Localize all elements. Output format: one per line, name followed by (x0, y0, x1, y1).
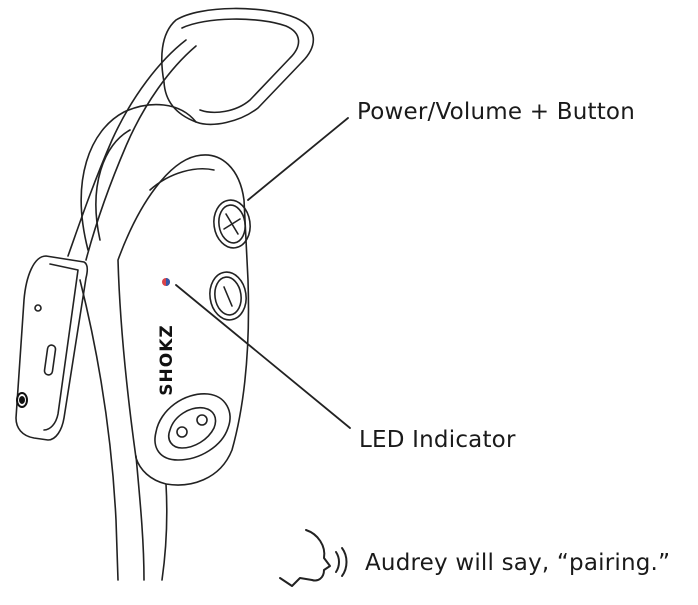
speaking-head-icon (279, 529, 348, 587)
neckband-left (79, 279, 119, 581)
mic-button-icon (16, 392, 28, 408)
body-back (80, 103, 197, 251)
plus-button-ring (213, 199, 251, 249)
headband-wire-inner (85, 45, 197, 261)
ear-hook-pad (160, 7, 315, 126)
port-pin-b (196, 414, 208, 426)
led-leader-line (175, 284, 351, 429)
charging-port-outer (154, 393, 231, 461)
power-leader-line (247, 117, 349, 201)
charging-port-inner (167, 406, 217, 449)
main-body (117, 154, 250, 486)
main-body-side (149, 168, 215, 191)
body-back-inner (95, 129, 131, 241)
led-dot (162, 278, 170, 286)
neckband-right (161, 483, 168, 581)
neckband-mid (135, 455, 145, 581)
plus-button (218, 204, 246, 244)
led-indicator-label: LED Indicator (359, 427, 516, 453)
headband-wire (67, 39, 187, 257)
mic-hole (34, 304, 42, 312)
voice-prompt-label: Audrey will say, “pairing.” (365, 550, 671, 576)
ear-hook-pad-inner (181, 18, 300, 114)
plus-icon (223, 213, 241, 235)
brand-logo: SHOKZ (157, 324, 177, 395)
mic-slot (43, 344, 57, 376)
power-volume-button-label: Power/Volume + Button (357, 99, 635, 125)
minus-icon (223, 286, 233, 307)
mic-boom-inner (43, 263, 79, 431)
port-pin-a (176, 426, 188, 438)
minus-button-ring (209, 271, 247, 321)
minus-button (214, 276, 242, 316)
mic-boom (15, 255, 89, 441)
